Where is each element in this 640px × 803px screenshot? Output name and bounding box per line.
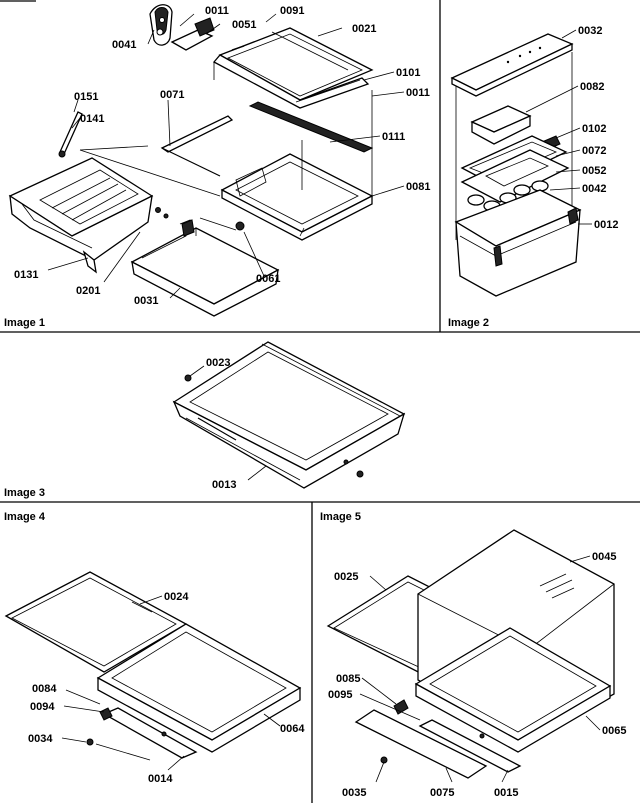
label-0013: 0013: [212, 479, 236, 491]
label-0075: 0075: [430, 787, 454, 799]
label-0141: 0141: [80, 113, 104, 125]
label-0014: 0014: [148, 773, 173, 785]
label-0111: 0111: [382, 131, 405, 143]
image1-assembly: [8, 4, 374, 317]
label-0101: 0101: [396, 67, 420, 79]
image4-assembly: [4, 571, 302, 761]
image3-assembly: [172, 341, 406, 489]
label-0084: 0084: [32, 683, 57, 695]
label-0023: 0023: [206, 357, 230, 369]
part-0131-drawer: [8, 157, 154, 274]
label-0091: 0091: [280, 5, 304, 17]
label-0041: 0041: [112, 39, 136, 51]
label-0151: 0151: [74, 91, 98, 103]
caption-image3: Image 3: [4, 487, 45, 499]
label-0035: 0035: [342, 787, 366, 799]
part-0012-bin: [454, 189, 582, 297]
label-0094: 0094: [30, 701, 55, 713]
label-0072: 0072: [582, 145, 606, 157]
part-0081-frame: [220, 153, 374, 241]
label-0025: 0025: [334, 571, 358, 583]
label-0201: 0201: [76, 285, 100, 297]
label-0011-a: 0011: [205, 5, 229, 17]
part-0032-lid: [450, 33, 574, 97]
panel-captions: Image 1 Image 2 Image 3 Image 4 Image 5: [4, 317, 489, 523]
label-0042: 0042: [582, 183, 606, 195]
leader-lines: [47, 13, 601, 783]
image5-assembly: [326, 529, 615, 779]
label-0061: 0061: [256, 273, 280, 285]
label-0024: 0024: [164, 591, 189, 603]
part-0041-cover: [149, 4, 173, 46]
part-0071-rod: [160, 115, 234, 177]
label-0045: 0045: [592, 551, 616, 563]
label-0131: 0131: [14, 269, 38, 281]
label-0031: 0031: [134, 295, 158, 307]
label-0051: 0051: [232, 19, 256, 31]
part-0151-rod: [58, 111, 83, 158]
label-0032: 0032: [578, 25, 602, 37]
caption-image1: Image 1: [4, 317, 45, 329]
label-0081: 0081: [406, 181, 430, 193]
label-0012: 0012: [594, 219, 618, 231]
label-0011-b: 0011: [406, 87, 430, 99]
label-0082: 0082: [580, 81, 604, 93]
part-labels: 0011 0051 0091 0021 0041 0101 0011 0151 …: [14, 5, 626, 799]
part-0111-strip: [248, 101, 374, 153]
label-0065: 0065: [602, 725, 626, 737]
part-0082-tray: [470, 105, 532, 145]
image2-assembly: [450, 33, 582, 297]
label-0015: 0015: [494, 787, 518, 799]
label-0071: 0071: [160, 89, 184, 101]
label-0085: 0085: [336, 673, 360, 685]
part-0021-shelf: [212, 27, 374, 109]
caption-image2: Image 2: [448, 317, 489, 329]
part-0042-cups: [467, 180, 549, 212]
part-0052-egg-tray: [460, 149, 570, 203]
label-0052: 0052: [582, 165, 606, 177]
part-0051-bracket: [170, 17, 215, 51]
label-0064: 0064: [280, 723, 305, 735]
label-0021: 0021: [352, 23, 376, 35]
caption-image5: Image 5: [320, 511, 361, 523]
label-0102: 0102: [582, 123, 606, 135]
caption-image4: Image 4: [4, 511, 46, 523]
part-0031-tray: [130, 219, 280, 317]
label-0034: 0034: [28, 733, 53, 745]
label-0095: 0095: [328, 689, 352, 701]
